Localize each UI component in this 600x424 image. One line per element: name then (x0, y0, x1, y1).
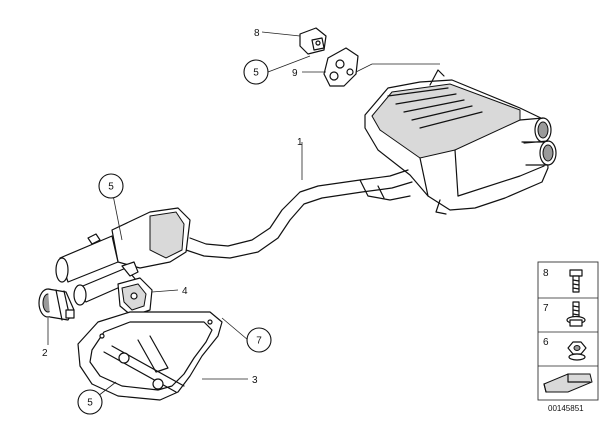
legend-row-shim (543, 373, 593, 393)
heat-shield[interactable] (77, 311, 223, 401)
rear-silencer[interactable] (364, 69, 557, 215)
callout-5-bottom-label: 5 (87, 398, 93, 409)
mounting-bracket-8[interactable] (299, 27, 327, 55)
legend-number-6: 6 (543, 337, 549, 348)
hanger-bracket[interactable] (117, 261, 153, 317)
callout-5-left-label: 5 (108, 182, 114, 193)
front-pipe-section[interactable] (55, 207, 191, 306)
callout-3: 3 (252, 375, 258, 386)
callouts: 8 5 9 1 5 4 2 7 3 5 (42, 28, 303, 415)
callout-1: 1 (297, 137, 303, 148)
image-number: 00145851 (548, 404, 584, 413)
pipe-clamp[interactable] (38, 288, 75, 321)
callout-7-label: 7 (256, 336, 262, 347)
callout-7: 7 (246, 327, 272, 353)
callout-5-top-label: 5 (253, 68, 259, 79)
callout-9: 9 (292, 68, 298, 79)
rubber-mount-9[interactable] (323, 47, 359, 87)
legend-row-nut: 6 (543, 337, 587, 361)
hex-nut-icon (567, 341, 587, 361)
leader-lines (47, 31, 440, 397)
callout-4: 4 (182, 286, 188, 297)
legend-number-8: 8 (543, 268, 549, 279)
fastener-legend: 8 7 6 (537, 261, 599, 401)
callout-5-bottom: 5 (77, 389, 103, 415)
shim-plate-icon (543, 373, 593, 393)
bolt-icon (569, 269, 583, 293)
callout-2: 2 (42, 348, 48, 359)
legend-row-bolt: 8 (543, 268, 583, 293)
intermediate-pipe[interactable] (185, 169, 413, 259)
callout-5-top: 5 (243, 59, 269, 85)
legend-number-7: 7 (543, 303, 549, 314)
screw-with-washer-icon (566, 301, 586, 327)
callout-5-left: 5 (98, 173, 124, 199)
callout-8: 8 (254, 28, 260, 39)
legend-row-screw: 7 (543, 301, 586, 327)
